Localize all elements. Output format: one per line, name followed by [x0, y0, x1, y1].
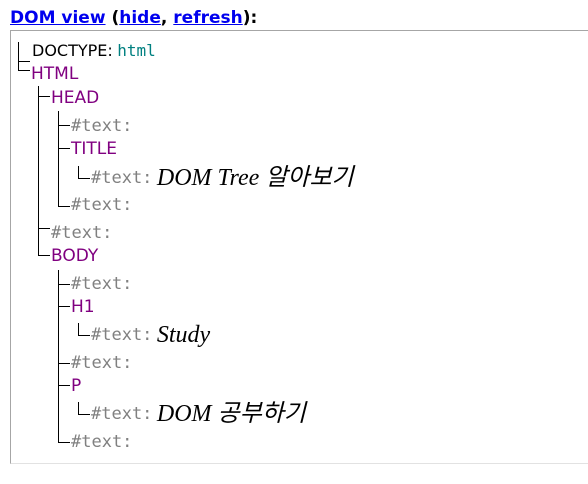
tree-connector: [58, 111, 59, 207]
tree-connector: [38, 96, 50, 97]
text-node-label: #text:: [91, 404, 153, 424]
tree-connector: [58, 442, 70, 443]
tree-connector: [58, 206, 70, 207]
tree-node-text[interactable]: #text: Study: [91, 322, 211, 348]
refresh-link[interactable]: refresh: [173, 8, 243, 28]
tree-node-text[interactable]: #text:: [71, 274, 133, 294]
tree-connector: [58, 363, 70, 364]
text-node-label: #text:: [91, 325, 153, 345]
tree-node-text[interactable]: #text:: [71, 432, 133, 452]
tree-connector: [18, 61, 30, 62]
doctype-value: html: [117, 41, 156, 60]
tree-node-text[interactable]: #text:: [71, 353, 133, 373]
tree-connector: [58, 270, 59, 443]
tree-connector: [78, 402, 79, 415]
text-node-label: #text:: [91, 168, 153, 188]
tree-node-html[interactable]: HTML: [31, 64, 79, 84]
tree-connector: [78, 335, 90, 336]
tree-node-text[interactable]: #text:: [71, 116, 133, 136]
dom-view-link[interactable]: DOM view: [10, 8, 106, 28]
tree-node-text[interactable]: #text: DOM 공부하기: [91, 401, 306, 427]
tree-connector: [58, 284, 70, 285]
hide-link[interactable]: hide: [119, 8, 161, 28]
tree-node-p[interactable]: P: [71, 376, 82, 396]
tree-connector: [78, 178, 90, 179]
dom-tree-panel[interactable]: DOCTYPE: html HTML HEAD #text: TITLE #te…: [10, 30, 588, 464]
open-paren: (: [105, 8, 120, 28]
tree-connector: [58, 306, 70, 307]
tree-connector: [78, 323, 79, 336]
close-paren: ):: [242, 8, 258, 28]
tree-connector: [58, 125, 70, 126]
tree-node-text[interactable]: #text:: [51, 223, 113, 243]
text-node-value: DOM Tree 알아보기: [156, 165, 354, 191]
tree-connector: [38, 228, 50, 229]
tree-node-body[interactable]: BODY: [51, 246, 99, 266]
tree-node-title[interactable]: TITLE: [71, 139, 117, 159]
comma-separator: ,: [160, 8, 174, 28]
doctype-label: DOCTYPE:: [32, 41, 113, 60]
tree-node-h1[interactable]: H1: [71, 297, 95, 317]
text-node-value: DOM 공부하기: [156, 401, 306, 427]
tree-connector: [78, 414, 90, 415]
tree-connector: [18, 70, 30, 71]
tree-connector: [78, 166, 79, 179]
tree-connector: [38, 255, 50, 256]
text-node-value: Study: [156, 322, 211, 348]
tree-node-text[interactable]: #text: DOM Tree 알아보기: [91, 165, 354, 191]
tree-node-head[interactable]: HEAD: [51, 88, 100, 108]
tree-connector: [58, 385, 70, 386]
tree-connector: [58, 148, 70, 149]
tree-connector: [18, 42, 19, 70]
tree-node-text[interactable]: #text:: [71, 195, 133, 215]
tree-connector: [38, 86, 39, 256]
tree-node-doctype[interactable]: DOCTYPE: html: [32, 40, 156, 62]
dom-view-header: DOM view (hide, refresh):: [10, 7, 257, 29]
